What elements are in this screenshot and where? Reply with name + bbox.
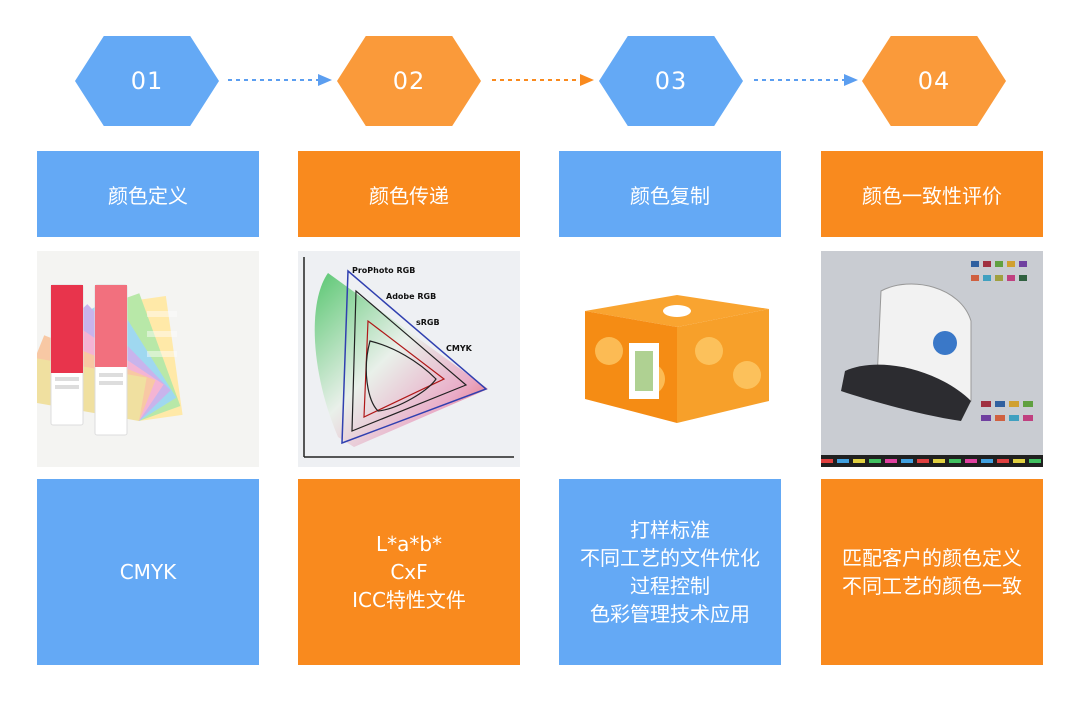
spectrophotometer-image (821, 251, 1043, 467)
step-1-description-box: CMYK (37, 479, 259, 665)
step-3-desc-line: 不同工艺的文件优化 (580, 546, 760, 570)
step-3-description-box: 打样标准 不同工艺的文件优化 过程控制 色彩管理技术应用 (559, 479, 781, 665)
gamut-label-cmyk: CMYK (446, 344, 473, 353)
step-3-desc-line: 过程控制 (630, 574, 710, 598)
step-2-title-box: 颜色传递 (298, 151, 520, 237)
step-3-number: 03 (654, 67, 688, 95)
color-gamut-diagram-image: ProPhoto RGB Adobe RGB sRGB CMYK (298, 251, 520, 467)
step-1-title: 颜色定义 (108, 183, 188, 208)
gamut-label-prophoto: ProPhoto RGB (352, 266, 415, 275)
step-1-number: 01 (130, 67, 164, 95)
step-4-title-box: 颜色一致性评价 (821, 151, 1043, 237)
step-2-hexagon: 02 (337, 36, 481, 126)
step-4-description-box: 匹配客户的颜色定义 不同工艺的颜色一致 (821, 479, 1043, 665)
step-3-desc-line: 色彩管理技术应用 (590, 602, 750, 626)
gamut-label-srgb: sRGB (416, 318, 440, 327)
step-3-hexagon: 03 (599, 36, 743, 126)
packaging-box-image (559, 251, 781, 467)
arrow-right-icon (228, 74, 332, 86)
gamut-label-adobe: Adobe RGB (386, 292, 436, 301)
step-3-title: 颜色复制 (630, 183, 710, 208)
step-2-title: 颜色传递 (369, 183, 449, 208)
step-2-desc-line: L*a*b* (375, 532, 443, 556)
step-2-description-box: L*a*b* CxF ICC特性文件 (298, 479, 520, 665)
step-4-number: 04 (917, 67, 951, 95)
arrow-right-icon (754, 74, 858, 86)
step-1-desc-line: CMYK (119, 560, 177, 584)
step-4-hexagon: 04 (862, 36, 1006, 126)
step-2-desc-line: ICC特性文件 (352, 588, 466, 612)
step-2-number: 02 (392, 67, 426, 95)
step-4-desc-line: 不同工艺的颜色一致 (842, 574, 1022, 598)
step-1-title-box: 颜色定义 (37, 151, 259, 237)
pantone-color-fan-image (37, 251, 259, 467)
step-3-title-box: 颜色复制 (559, 151, 781, 237)
step-4-desc-line: 匹配客户的颜色定义 (842, 546, 1022, 570)
step-3-desc-line: 打样标准 (630, 518, 710, 542)
arrow-right-icon (492, 74, 594, 86)
step-2-desc-line: CxF (390, 560, 428, 584)
step-1-hexagon: 01 (75, 36, 219, 126)
step-4-title: 颜色一致性评价 (862, 183, 1002, 208)
